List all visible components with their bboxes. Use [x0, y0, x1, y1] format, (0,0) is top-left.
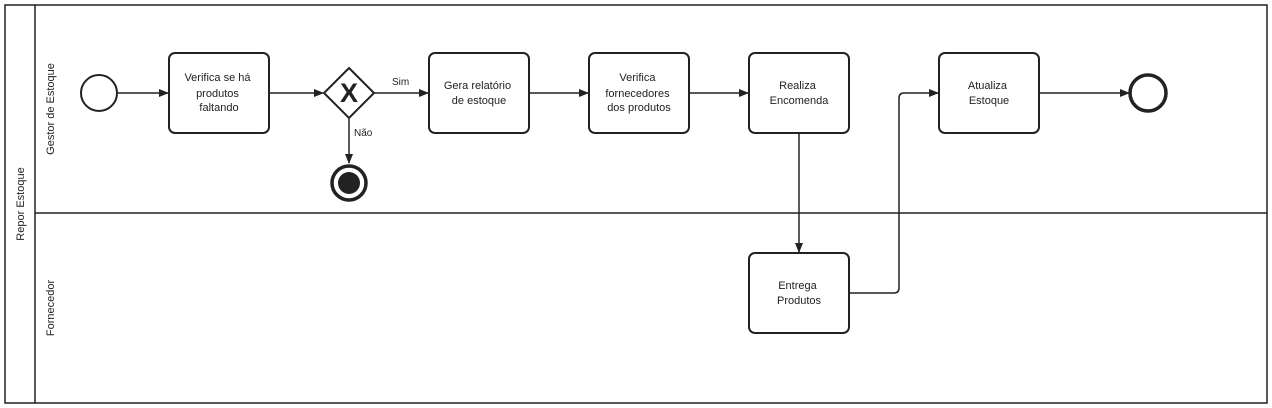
task-text-line: de estoque — [452, 95, 506, 107]
svg-text:Verifica se há produtos: Verifica se há produtos faltando — [184, 72, 253, 114]
task-text-line: Encomenda — [770, 95, 830, 107]
flow-label-nao: Não — [354, 128, 373, 139]
task-text-line: Estoque — [969, 95, 1009, 107]
end-event[interactable] — [1128, 73, 1168, 113]
gateway-x-icon: X — [340, 78, 358, 108]
task-text-line: Realiza — [779, 80, 817, 92]
start-event[interactable] — [80, 74, 118, 112]
svg-text:Entrega Produtos: Entrega Produtos — [777, 280, 822, 307]
task-atualiza-estoque[interactable]: Atualiza Estoque — [938, 52, 1040, 134]
task-text-line: Gera relatório — [444, 80, 511, 92]
task-text-line: Produtos — [777, 295, 822, 307]
task-entrega-produtos[interactable]: Entrega Produtos — [748, 252, 850, 334]
flow-label-sim: Sim — [392, 77, 409, 88]
task-text-line: Atualiza — [968, 80, 1008, 92]
task-text-line: faltando — [199, 102, 238, 114]
task-text-line: Verifica — [619, 72, 656, 84]
pool-label: Repor Estoque — [15, 167, 27, 240]
svg-text:Verifica fornecedores: Verifica fornecedores dos produtos — [605, 72, 672, 114]
task-text-line: fornecedores — [605, 88, 670, 100]
terminate-end-event[interactable] — [330, 164, 368, 202]
svg-text:Realiza Encomenda: Realiza Encomenda — [770, 80, 830, 107]
svg-text:Atualiza Estoque: Atualiza Estoque — [968, 80, 1010, 107]
task-gera-relatorio[interactable]: Gera relatório de estoque — [428, 52, 530, 134]
task-text-line: Entrega — [778, 280, 817, 292]
svg-text:Gera relatório de estoqu: Gera relatório de estoque — [444, 80, 514, 107]
lane-label-gestor: Gestor de Estoque — [45, 63, 57, 155]
lane-label-fornecedor: Fornecedor — [45, 280, 57, 337]
task-verifica-produtos[interactable]: Verifica se há produtos faltando — [168, 52, 270, 134]
task-text-line: produtos — [196, 88, 239, 100]
task-verifica-fornecedores[interactable]: Verifica fornecedores dos produtos — [588, 52, 690, 134]
task-realiza-encomenda[interactable]: Realiza Encomenda — [748, 52, 850, 134]
task-text-line: Verifica se há — [184, 72, 251, 84]
task-text-line: dos produtos — [607, 102, 671, 114]
flow-t6-to-t5 — [849, 89, 939, 294]
exclusive-gateway[interactable]: X — [322, 66, 376, 120]
